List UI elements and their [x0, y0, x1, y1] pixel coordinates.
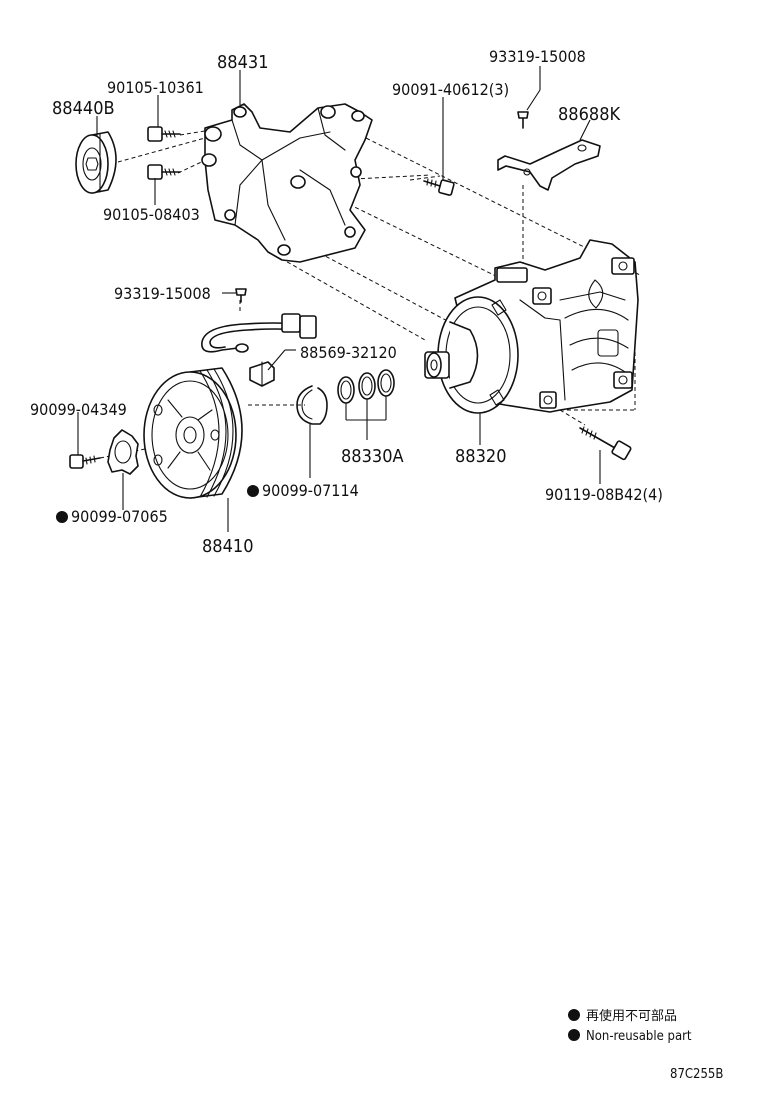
compressor-88320 — [424, 239, 639, 414]
label-90099-07114: 90099-07114 — [262, 481, 359, 500]
label-90091-40612: 90091-40612(3) — [392, 80, 509, 99]
legend-line-ja: 再使用不可部品 — [586, 1008, 677, 1024]
part-labels: 88431 90105-10361 88440B 90105-08403 900… — [30, 47, 663, 557]
non-reusable-marker — [247, 485, 259, 497]
figure-code: 87C255B — [670, 1067, 723, 1082]
non-reusable-marker — [56, 511, 68, 523]
legend-line-en: Non-reusable part — [586, 1029, 692, 1044]
label-90105-10361: 90105-10361 — [107, 78, 204, 97]
shim-90099-07065 — [107, 429, 139, 475]
bolt-90119-08b42 — [579, 426, 632, 461]
bolt-90099-04349 — [69, 454, 101, 469]
clutch-pulley-88410 — [143, 367, 243, 499]
legend-marker — [568, 1009, 580, 1021]
bolt-90105-10361 — [147, 126, 181, 142]
screw-93319-15008-mid — [235, 288, 247, 303]
leader-lines — [77, 66, 601, 532]
label-88330a: 88330A — [341, 446, 404, 467]
label-90099-07065: 90099-07065 — [71, 507, 168, 526]
bolt-90091-40612 — [423, 178, 455, 196]
label-88320: 88320 — [455, 446, 507, 467]
idler-pulley-88440b — [75, 131, 117, 194]
bracket-88688k — [497, 139, 601, 191]
label-93319-15008-mid: 93319-15008 — [114, 284, 211, 303]
label-88569-32120: 88569-32120 — [300, 343, 397, 362]
label-93319-15008-top: 93319-15008 — [489, 47, 586, 66]
label-90105-08403: 90105-08403 — [103, 205, 200, 224]
legend-marker — [568, 1029, 580, 1041]
label-88688k: 88688K — [558, 104, 621, 125]
screw-93319-15008-top — [517, 111, 529, 129]
label-90099-04349: 90099-04349 — [30, 400, 127, 419]
legend: 再使用不可部品 Non-reusable part — [568, 1008, 692, 1044]
label-90119-08b42: 90119-08B42(4) — [545, 485, 663, 504]
label-88410: 88410 — [202, 536, 254, 557]
snap-ring-90099-07114 — [296, 385, 328, 425]
sensor-harness-88569-32120 — [201, 313, 317, 387]
label-88440b: 88440B — [52, 98, 115, 119]
label-88431: 88431 — [217, 52, 269, 73]
compressor-bracket-88431 — [201, 103, 373, 263]
bolt-90105-08403 — [147, 164, 181, 180]
